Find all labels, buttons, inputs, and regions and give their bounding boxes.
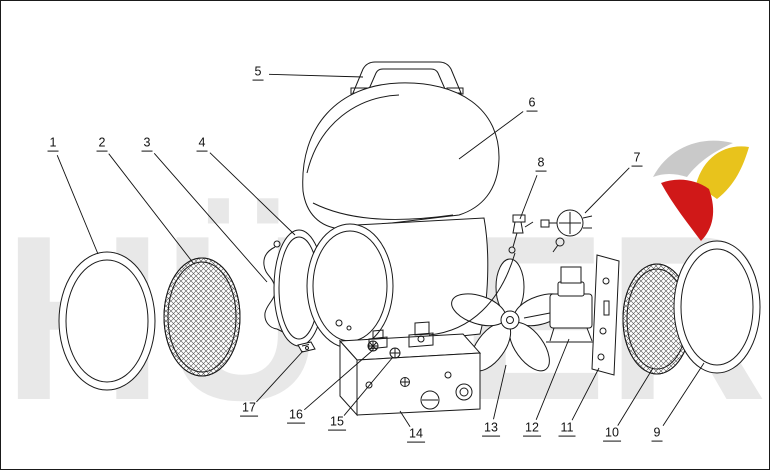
- leader-line-9: [662, 362, 705, 427]
- leader-line-17: [256, 350, 304, 403]
- brand-logo-flame: [653, 140, 749, 241]
- leader-lines: [56, 73, 705, 427]
- main-body-cylinder: [306, 217, 489, 349]
- fan-impeller: [451, 258, 569, 372]
- leader-line-16: [304, 349, 374, 411]
- base-control-box: [338, 252, 516, 417]
- retaining-clip: [297, 341, 316, 353]
- leader-line-10: [617, 367, 654, 426]
- leader-line-11: [571, 367, 600, 421]
- rear-mesh-grille: [622, 263, 692, 375]
- leader-line-12: [535, 338, 570, 420]
- leader-line-2: [108, 153, 195, 265]
- logo-leaf-yellow: [695, 146, 749, 199]
- leader-line-6: [458, 111, 524, 160]
- leader-line-7: [584, 167, 630, 214]
- leader-line-15: [343, 356, 394, 416]
- leader-line-4: [209, 152, 296, 236]
- front-mesh-grille: [163, 257, 241, 377]
- leader-line-3: [153, 152, 268, 283]
- fan-motor: [523, 266, 596, 343]
- logo-leaf-gray: [653, 140, 733, 177]
- leader-line-1: [56, 154, 99, 255]
- gas-valve-nozzle: [508, 214, 534, 254]
- logo-leaf-red: [661, 179, 714, 241]
- valve-handwheel: [367, 340, 379, 352]
- thermostat-plug: [540, 209, 593, 253]
- rear-bezel-ring: [673, 240, 761, 374]
- upper-shell-cover: [302, 82, 500, 230]
- leader-line-14: [399, 410, 411, 427]
- front-bezel-ring: [58, 251, 156, 391]
- igniter-bracket: [389, 347, 401, 359]
- leader-line-13: [493, 364, 507, 420]
- mounting-bracket-plate: [591, 254, 620, 376]
- leader-line-5: [268, 73, 364, 78]
- lineart-root: [56, 61, 761, 427]
- leader-line-8: [519, 175, 538, 220]
